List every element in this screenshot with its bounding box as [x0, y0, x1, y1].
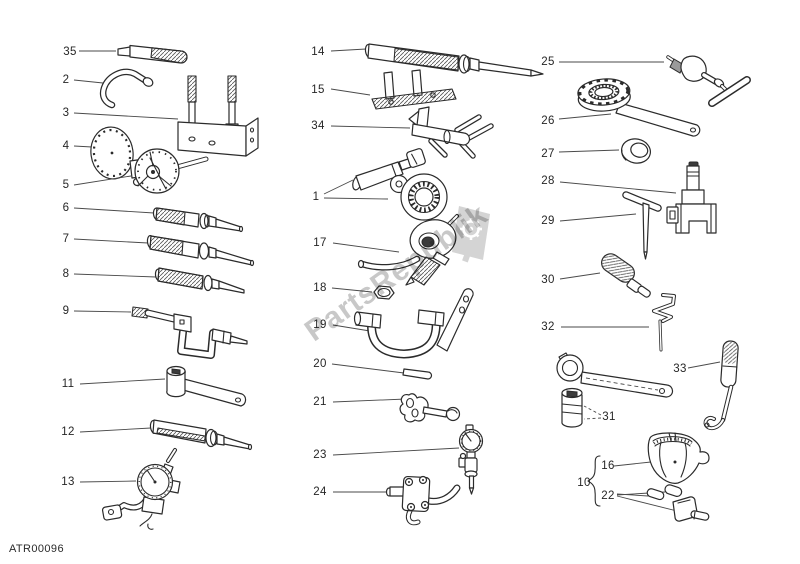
callout-11: 11 — [61, 378, 75, 390]
callout-9: 9 — [62, 305, 70, 317]
tool-9-holder — [73, 306, 248, 359]
callout-13: 13 — [61, 476, 75, 488]
callout-22: 22 — [601, 490, 615, 502]
tool-23-dial-indicator — [332, 424, 484, 495]
callout-2: 2 — [62, 74, 70, 86]
tool-15-fork — [330, 69, 457, 110]
callout-23: 23 — [313, 449, 327, 461]
flag-shape — [452, 206, 490, 260]
tool-3-stud-bracket — [73, 75, 259, 157]
callout-8: 8 — [62, 268, 70, 280]
callout-25: 25 — [541, 56, 555, 68]
group-10-brace — [587, 455, 601, 507]
tool-33-stand-tool — [687, 340, 739, 431]
tool-35-pin-punch — [79, 44, 188, 64]
callout-31: 31 — [602, 411, 616, 423]
tool-8-punch — [73, 267, 245, 294]
callout-34: 34 — [311, 120, 325, 132]
tool-12-punch — [79, 419, 253, 451]
tool-26-ring-nut-wrench — [558, 78, 701, 137]
tool-28-valve-guide-tool — [559, 161, 717, 234]
tool-19-u-holder — [332, 288, 474, 359]
callout-29: 29 — [541, 215, 555, 227]
tool-6-punch — [73, 207, 244, 233]
callout-4: 4 — [62, 140, 70, 152]
callout-28: 28 — [541, 175, 555, 187]
callout-17: 17 — [313, 237, 327, 249]
callout-24: 24 — [313, 486, 327, 498]
tool-25-extractor — [559, 55, 751, 107]
callout-5: 5 — [62, 179, 70, 191]
tool-4-degree-wheel — [73, 126, 134, 180]
tool-1-pair — [323, 148, 448, 221]
tool-22-small-parts — [616, 484, 710, 522]
callout-12: 12 — [61, 426, 75, 438]
callout-7: 7 — [62, 233, 70, 245]
tool-13-dial-gauge — [79, 448, 181, 530]
tool-7-punch — [73, 234, 255, 267]
tool-16-shell — [613, 432, 710, 484]
callout-19: 19 — [313, 319, 327, 331]
callout-32: 32 — [541, 321, 555, 333]
callout-6: 6 — [62, 202, 70, 214]
tool-24-lever-assembly — [333, 475, 461, 526]
tool-34-pin-bar — [330, 106, 494, 159]
figure-code: ATR00096 — [9, 543, 64, 555]
tool-21-rocker-tool — [332, 393, 461, 423]
callout-18: 18 — [313, 282, 327, 294]
callout-35: 35 — [63, 46, 77, 58]
tool-11-socket-wrench — [79, 365, 247, 407]
tool-14-punch — [330, 43, 544, 77]
callout-20: 20 — [313, 358, 327, 370]
tool-2-hook — [73, 68, 154, 109]
tool-27-bearing-ring — [558, 138, 652, 164]
callout-30: 30 — [541, 274, 555, 286]
tool-18-nut — [331, 285, 395, 300]
callout-21: 21 — [313, 396, 327, 408]
callout-16: 16 — [601, 460, 615, 472]
callout-26: 26 — [541, 115, 555, 127]
tool-31-ratchet-and-socket — [556, 352, 674, 428]
tool-20-needle-rod — [331, 363, 433, 380]
callout-1: 1 — [312, 191, 320, 203]
gear-icon — [460, 218, 482, 240]
tool-29-t-handle — [559, 191, 662, 260]
callout-27: 27 — [541, 148, 555, 160]
callout-10: 10 — [577, 477, 591, 489]
callout-14: 14 — [311, 46, 325, 58]
tool-32-clip-tool — [561, 293, 676, 352]
tool-5-timing-disc — [73, 148, 209, 194]
callout-3: 3 — [62, 107, 70, 119]
tool-30-knurled-tool — [559, 253, 651, 298]
callout-33: 33 — [673, 363, 687, 375]
callout-15: 15 — [311, 84, 325, 96]
